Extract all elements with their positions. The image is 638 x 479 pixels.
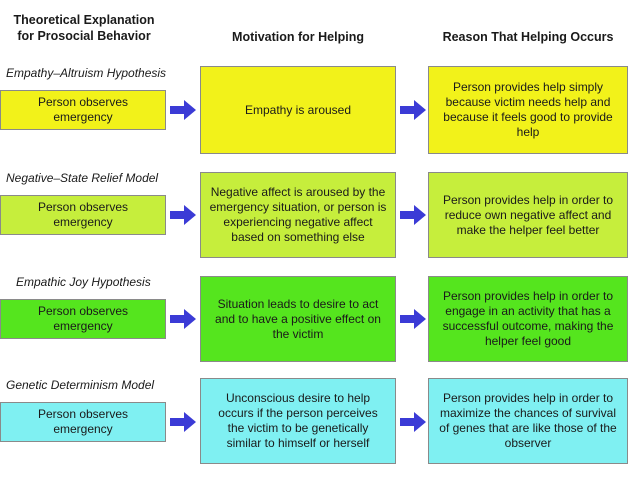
- observe-box: Person observes emergency: [0, 299, 166, 339]
- motivation-box: Situation leads to desire to act and to …: [200, 276, 396, 362]
- observe-box: Person observes emergency: [0, 402, 166, 442]
- reason-box: Person provides help in order to reduce …: [428, 172, 628, 258]
- header-reason-helping-occurs: Reason That Helping Occurs: [442, 30, 614, 44]
- observe-box: Person observes emergency: [0, 195, 166, 235]
- arrow-icon: [170, 309, 196, 329]
- header-theoretical-explanation: Theoretical Explanation for Prosocial Be…: [13, 13, 155, 43]
- arrow-icon: [170, 100, 196, 120]
- row-title-empathy-altruism: Empathy–Altruism Hypothesis: [6, 66, 167, 80]
- arrow-icon: [400, 412, 426, 432]
- motivation-box: Negative affect is aroused by the emerge…: [200, 172, 396, 258]
- arrow-icon: [400, 100, 426, 120]
- motivation-box: Unconscious desire to help occurs if the…: [200, 378, 396, 464]
- header-motivation-for-helping: Motivation for Helping: [232, 30, 364, 44]
- row-title-negative-state-relief: Negative–State Relief Model: [6, 171, 159, 185]
- observe-box: Person observes emergency: [0, 90, 166, 130]
- motivation-box: Empathy is aroused: [200, 66, 396, 154]
- row-title-empathic-joy: Empathic Joy Hypothesis: [16, 275, 151, 289]
- reason-box: Person provides help simply because vict…: [428, 66, 628, 154]
- arrow-icon: [170, 412, 196, 432]
- row-title-genetic-determinism: Genetic Determinism Model: [6, 378, 155, 392]
- reason-box: Person provides help in order to engage …: [428, 276, 628, 362]
- arrow-icon: [170, 205, 196, 225]
- arrow-icon: [400, 309, 426, 329]
- arrow-icon: [400, 205, 426, 225]
- reason-box: Person provides help in order to maximiz…: [428, 378, 628, 464]
